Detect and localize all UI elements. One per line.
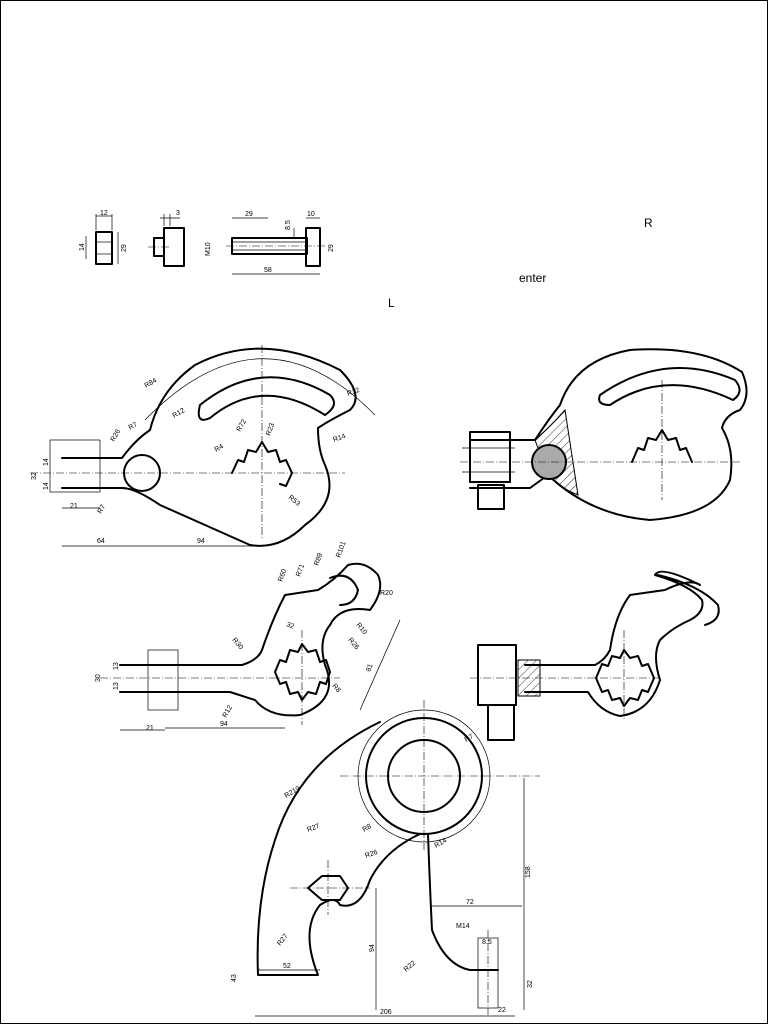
v5-dim-t: 8.5 [482,939,492,946]
v1-r8: R14 [332,433,347,444]
v1-dim-h: 32 [31,472,38,480]
v1-r7: R32 [346,387,361,398]
v5-r2: R26 [364,849,379,860]
v1-r9: R23 [265,422,276,437]
v5-dim-h4: 32 [527,980,534,988]
v3-r0: R60 [277,568,288,583]
v3-r8: R8 [330,683,341,694]
bolt-part: 29 8.5 10 29 M10 58 [205,211,335,275]
v3-r2: R89 [313,552,324,567]
v3-r1: R71 [295,563,306,578]
v5-dim-total: 206 [380,1009,392,1016]
washer-width: 12 [100,210,108,217]
v3-r6: R10 [354,622,368,636]
v5-dim-s: 22 [498,1007,506,1014]
label-r: R [644,216,653,230]
v5-dim-w: 52 [283,963,291,970]
v5-dim-h3: 43 [231,974,238,982]
v3-dim-t2: 13 [113,682,120,690]
lever-view-1: 64 94 21 32 14 14 R84 R12 R72 R7 R26 R4 … [30,345,376,547]
label-l: L [388,296,395,310]
washer-height-2: 29 [121,244,128,252]
lever-view-3: 30 13 13 21 94 32 81 R60 R71 R89 R101 R2… [95,540,401,732]
v1-r6: R53 [287,494,301,508]
v1-dim-l: 64 [97,538,105,545]
v1-r2: R72 [236,418,249,433]
v3-dim-t1: 13 [113,662,120,670]
label-enter: enter [519,271,546,285]
bolt-thread-depth: 8.5 [285,220,292,230]
v3-dim-side: 32 [285,621,295,630]
lever-view-2-section [460,348,748,521]
v5-r7: R22 [403,960,417,974]
v5-dim-thread: M14 [456,923,470,930]
v3-r3: R101 [335,540,347,558]
v5-r6: R7 [464,733,475,744]
bolt-head-height: 29 [328,244,335,252]
v1-dim-w: 21 [70,503,78,510]
plate-part: 3 [148,210,185,267]
v3-dim-h: 30 [95,674,102,682]
v1-r10: R7 [97,504,108,515]
v1-r1: R12 [172,407,187,420]
bolt-total: 58 [264,267,272,274]
v3-r4: R20 [380,590,393,597]
v1-r4: R26 [110,428,123,443]
v5-dim-h1: 158 [525,866,532,878]
v1-r5: R4 [214,443,225,454]
bolt-head: 10 [307,211,315,218]
washer-height: 14 [79,243,86,251]
v5-dim-h2: 94 [369,944,376,952]
bolt-length: 29 [245,211,253,218]
washer-part: 12 14 29 [79,210,128,265]
v5-r3: R27 [276,933,290,947]
v5-r1: R27 [306,823,321,834]
v1-dim-l2: 94 [197,538,205,545]
lever-view-5: 158 72 M14 8.5 94 52 43 206 22 32 R219 R… [231,700,540,1017]
v5-r0: R219 [284,785,302,799]
v3-r5: R30 [230,637,244,651]
v1-dim-top: 14 [43,458,50,466]
v5-r5: R14 [434,837,449,850]
v3-dim-len: 81 [365,663,374,673]
v1-r0: R84 [144,377,159,390]
plate-thickness: 3 [176,210,180,217]
v3-dim-l: 94 [220,721,228,728]
lever-view-4-section [470,570,720,741]
bolt-thread: M10 [205,242,212,256]
v1-dim-bot: 14 [43,482,50,490]
v3-r9: R12 [222,704,235,719]
v3-r7: R26 [346,637,360,651]
v5-r4: R8 [362,823,373,834]
v1-r3: R7 [128,421,139,432]
v3-dim-w: 21 [146,725,154,732]
v5-dim-l1: 72 [466,899,474,906]
